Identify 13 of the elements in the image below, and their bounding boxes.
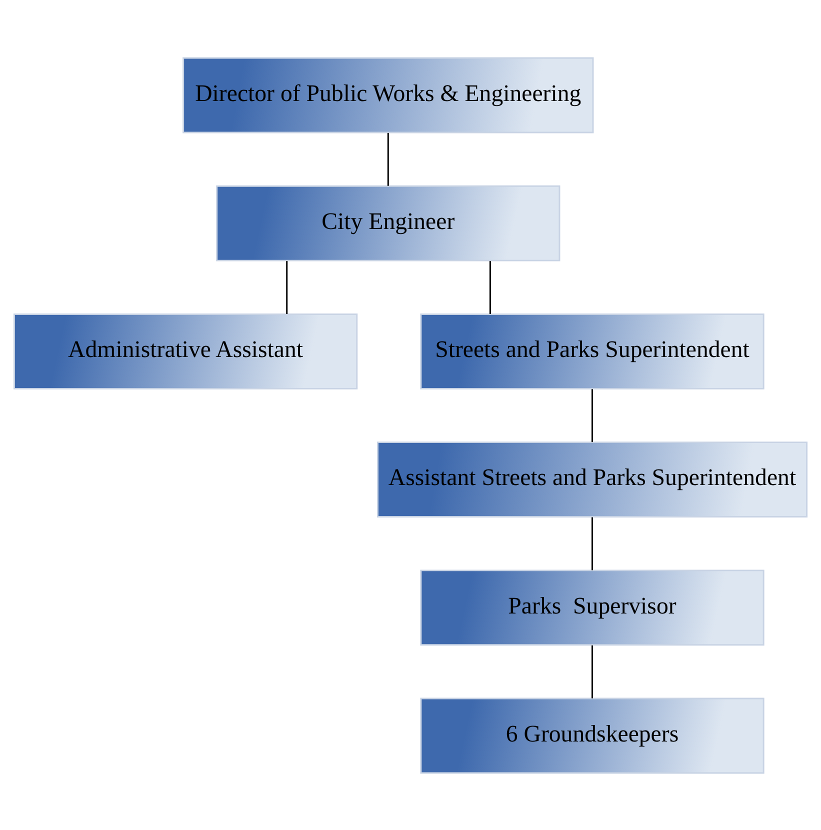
node-box: City Engineer (216, 184, 560, 261)
connector (592, 388, 593, 442)
node-box: Assistant Streets and Parks Superintendent (376, 441, 808, 518)
node-box: Administrative Assistant (13, 312, 358, 389)
connector (489, 260, 491, 314)
connector (387, 132, 389, 186)
connector (286, 260, 288, 314)
node-box: Parks Supervisor (420, 569, 764, 646)
node-box: Director of Public Works & Engineering (182, 56, 594, 133)
node-box: Streets and Parks Superintendent (420, 312, 764, 389)
connector (592, 644, 593, 698)
node-box: 6 Groundskeepers (420, 697, 764, 774)
connector (592, 516, 593, 570)
